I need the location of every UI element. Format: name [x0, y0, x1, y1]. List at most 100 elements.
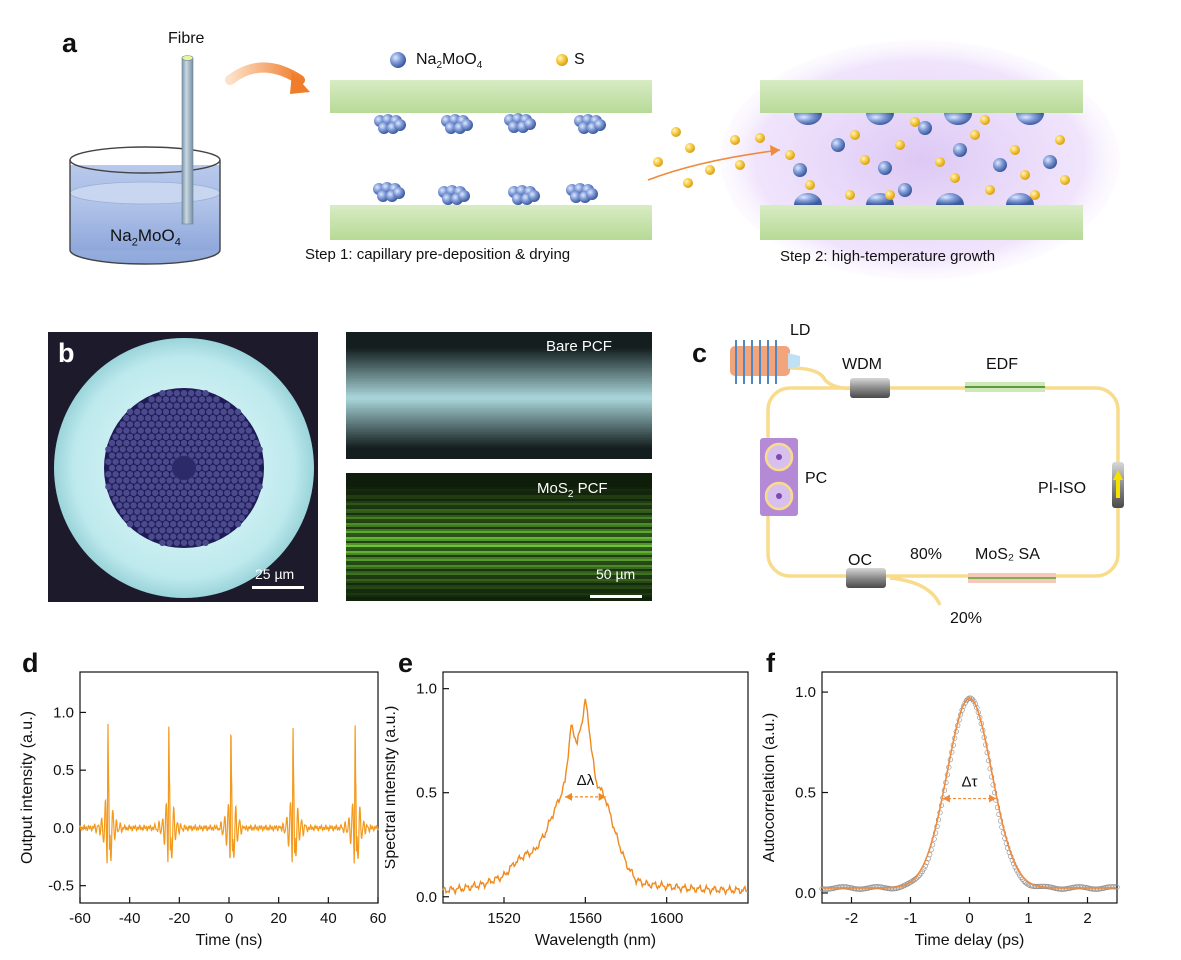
y-tick-label: 0.5	[416, 785, 437, 802]
bare-pcf-stripe	[346, 444, 652, 446]
air-hole	[184, 495, 191, 503]
air-hole	[123, 464, 130, 472]
air-hole	[188, 502, 195, 509]
mos2-pcf-stripe	[346, 597, 652, 599]
bare-pcf-stripe	[346, 338, 652, 340]
air-hole	[105, 458, 112, 465]
na2moo4-molecule	[993, 158, 1007, 172]
air-hole	[112, 446, 119, 453]
air-hole	[177, 508, 184, 515]
air-hole	[195, 539, 202, 547]
air-hole	[126, 471, 134, 478]
air-hole	[155, 471, 162, 478]
mos2-pcf-image	[346, 473, 652, 601]
air-hole	[224, 502, 231, 509]
na2moo4-molecule	[377, 190, 389, 202]
air-hole	[123, 452, 130, 459]
mos2-pcf-stripe	[346, 481, 652, 483]
mos2-pcf-stripe	[346, 521, 652, 523]
sulfur-atom	[950, 173, 960, 183]
air-hole	[213, 520, 220, 528]
air-hole	[216, 502, 224, 509]
bare-pcf-stripe	[346, 332, 652, 334]
air-hole	[256, 446, 263, 453]
output-80-label: 80%	[910, 546, 943, 563]
mos2-pcf-stripe	[346, 493, 652, 495]
ld-label: LD	[790, 322, 811, 339]
na2moo4-molecule	[442, 193, 454, 205]
air-hole	[166, 402, 173, 409]
na2moo4-molecule	[458, 190, 470, 202]
air-hole	[227, 433, 234, 441]
air-hole	[159, 539, 166, 547]
air-hole	[130, 439, 137, 447]
mos2-pcf-stripe	[346, 595, 652, 597]
air-hole	[126, 483, 134, 490]
air-hole	[245, 477, 252, 484]
sulfur-atom	[653, 157, 663, 167]
bare-pcf-stripe	[346, 356, 652, 358]
y-tick-label: 0.0	[795, 885, 816, 902]
air-hole	[137, 514, 144, 522]
mos2-pcf-stripe	[346, 503, 652, 505]
mos2-pcf-stripe	[346, 581, 652, 583]
air-hole	[188, 514, 195, 522]
mos2-pcf-stripe	[346, 491, 652, 493]
bare-pcf-stripe	[346, 408, 652, 410]
sulfur-atom	[935, 157, 945, 167]
air-hole	[227, 520, 234, 528]
air-hole	[134, 520, 141, 528]
air-hole	[180, 489, 188, 497]
air-hole	[177, 533, 184, 540]
air-hole	[148, 396, 155, 403]
air-hole	[173, 427, 180, 434]
air-hole	[231, 452, 238, 459]
air-hole	[238, 514, 245, 522]
bare-pcf-stripe	[346, 342, 652, 344]
sulfur-atom	[970, 130, 980, 140]
air-hole	[173, 527, 180, 534]
air-hole	[234, 495, 242, 503]
air-hole	[252, 489, 260, 497]
air-hole	[166, 502, 173, 509]
air-hole	[180, 389, 188, 397]
air-hole	[209, 527, 216, 534]
air-hole	[234, 433, 242, 441]
air-hole	[249, 458, 256, 465]
sulfur-atom	[845, 190, 855, 200]
mos2-pcf-stripe	[346, 557, 652, 559]
mos2-pcf-stripe	[346, 479, 652, 481]
air-hole	[209, 439, 216, 447]
mos2-domain	[936, 193, 964, 205]
sulfur-atom	[785, 150, 795, 160]
legend-na-icon	[390, 52, 406, 68]
bare-pcf-stripe	[346, 448, 652, 450]
air-hole	[180, 439, 188, 447]
data-point	[1111, 884, 1117, 890]
air-hole	[231, 502, 238, 509]
air-hole	[159, 402, 166, 409]
air-hole	[170, 483, 177, 490]
air-hole	[144, 402, 152, 409]
na2moo4-molecule	[461, 119, 473, 131]
mos2-pcf-stripe	[346, 547, 652, 549]
air-hole	[195, 402, 202, 409]
sulfur-atom	[755, 133, 765, 143]
air-hole	[152, 464, 159, 472]
air-hole	[213, 421, 220, 428]
air-hole	[184, 446, 191, 453]
air-hole	[148, 458, 155, 465]
step2-caption: Step 2: high-temperature growth	[780, 248, 996, 265]
air-hole	[224, 452, 231, 459]
wdm-label: WDM	[842, 356, 882, 373]
air-hole	[231, 439, 238, 447]
air-hole	[224, 489, 231, 497]
air-hole	[198, 408, 206, 416]
air-hole	[134, 421, 141, 428]
air-hole	[159, 464, 166, 472]
air-hole	[249, 483, 256, 490]
air-hole	[227, 508, 234, 515]
air-hole	[141, 495, 148, 503]
air-hole	[202, 389, 209, 397]
air-hole	[141, 471, 148, 478]
